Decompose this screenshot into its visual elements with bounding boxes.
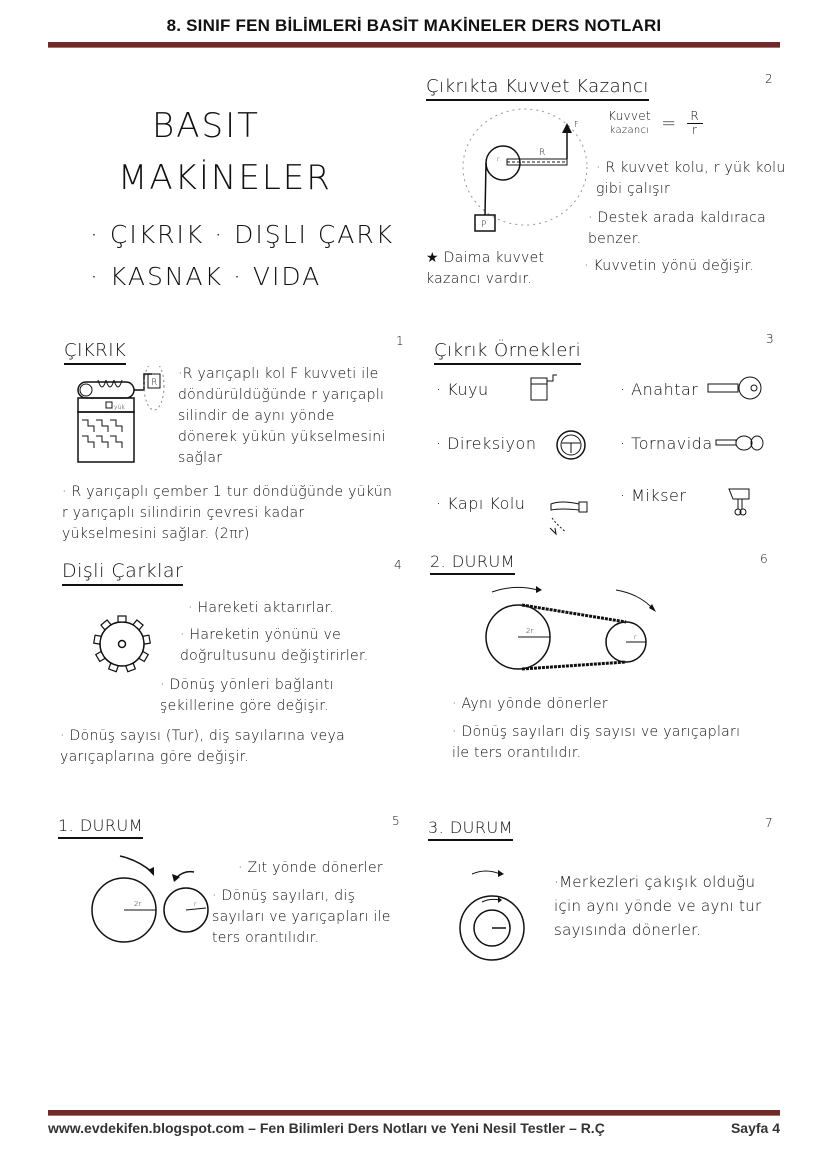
page-header-title: 8. SINIF FEN BİLİMLERİ BASİT MAKİNELER D… (166, 16, 662, 35)
svg-text:2r: 2r (526, 627, 533, 635)
section-number: 5 (392, 814, 400, 828)
example-mikser: · Mikser (620, 486, 687, 505)
bullet-2: · Dönüş sayıları diş sayısı ve yarıçapla… (452, 724, 741, 761)
cover-items-row1: · ÇIKRIK · DIŞLI ÇARK (90, 220, 395, 249)
bullet-2: · Dönüş sayıları, diş sayıları ve yarıça… (212, 888, 391, 946)
formula-left-top: Kuvvet (608, 109, 651, 123)
section-title: ÇIKRIK (64, 340, 127, 365)
formula-den: r (686, 123, 703, 137)
key-icon (707, 376, 762, 400)
header-rule (48, 42, 780, 48)
bullet-2: · Hareketin yönünü ve doğrultusunu değiş… (180, 627, 369, 664)
formula: Kuvvet kazancı = R r (608, 110, 703, 137)
svg-text:R: R (151, 378, 157, 388)
winch-well-diagram: yük R (77, 366, 165, 463)
section-title: 2. DURUM (430, 552, 516, 575)
example-anahtar: · Anahtar (620, 380, 699, 399)
concentric-gears-diagram (459, 870, 525, 961)
svg-text:P: P (481, 220, 486, 230)
example-kuyu: · Kuyu (436, 380, 489, 399)
svg-text:2r: 2r (134, 900, 141, 908)
example-kapi-kolu: · Kapı Kolu (436, 494, 526, 513)
bullet-3: · Dönüş yönleri bağlantı şekillerine gör… (160, 677, 334, 714)
bullet-3: · Kuvvetin yönü değişir. (584, 258, 755, 274)
bullet-1: · Zıt yönde dönerler (238, 860, 383, 876)
gear-icon (93, 615, 151, 673)
section-title: 1. DURUM (58, 816, 144, 839)
chain-gears-diagram: 2r r (485, 586, 656, 671)
steering-wheel-icon (556, 430, 586, 460)
section-title: Çıkrıkta Kuvvet Kazancı (426, 76, 649, 101)
svg-text:r: r (194, 901, 197, 908)
door-handle-icon (549, 501, 588, 536)
svg-text:R: R (539, 148, 545, 158)
footer-source-link[interactable]: www.evdekifen.blogspot.com – Fen Bilimle… (48, 1120, 605, 1136)
description-1: ·R yarıçaplı kol F kuvveti ile döndürüld… (178, 366, 386, 466)
cover-title-line1: BASIT (152, 106, 260, 146)
bullet-1: · Aynı yönde dönerler (452, 696, 608, 712)
section-number: 3 (766, 332, 774, 346)
bullet-1: · Hareketi aktarırlar. (188, 600, 335, 616)
page-number: Sayfa 4 (730, 1120, 780, 1136)
footer-rule (48, 1110, 780, 1116)
svg-text:r: r (497, 156, 500, 163)
bullet-4: · Dönüş sayısı (Tur), diş sayılarına vey… (60, 728, 345, 765)
description-2: · R yarıçaplı çember 1 tur döndüğünde yü… (62, 484, 393, 542)
mixer-icon (728, 488, 750, 516)
svg-text:yük: yük (114, 404, 125, 411)
section-title: Çıkrık Örnekleri (434, 340, 582, 365)
winch-force-diagram: F R r P (462, 108, 588, 232)
note: ★ Daima kuvvet kazancı vardır. (426, 250, 545, 287)
svg-text:F: F (574, 120, 579, 129)
bullet-2: · Destek arada kaldıraca benzer. (588, 210, 766, 247)
cover-items-row2: · KASNAK · VIDA (90, 262, 322, 291)
meshed-gears-diagram: 2r r (91, 855, 209, 943)
bullet-1: ·Merkezleri çakışık olduğu için aynı yön… (554, 873, 762, 939)
cover-title-line2: MAKİNELER (118, 158, 332, 198)
section-title: Dişli Çarklar (62, 560, 184, 586)
svg-text:r: r (634, 634, 637, 641)
formula-left-bottom: kazancı (609, 125, 650, 136)
section-title: 3. DURUM (428, 818, 514, 841)
section-number: 6 (760, 552, 768, 566)
screwdriver-icon (715, 435, 764, 451)
section-number: 4 (394, 558, 402, 572)
section-number: 2 (765, 72, 773, 86)
section-number: 7 (765, 816, 773, 830)
bullet-1: · R kuvvet kolu, r yük kolu gibi çalışır (596, 160, 786, 197)
well-icon (530, 374, 557, 401)
example-tornavida: · Tornavida (620, 434, 713, 453)
formula-num: R (690, 109, 699, 123)
section-number: 1 (396, 334, 404, 348)
page-footer: www.evdekifen.blogspot.com – Fen Bilimle… (48, 1120, 780, 1136)
example-direksiyon: · Direksiyon (436, 434, 537, 453)
